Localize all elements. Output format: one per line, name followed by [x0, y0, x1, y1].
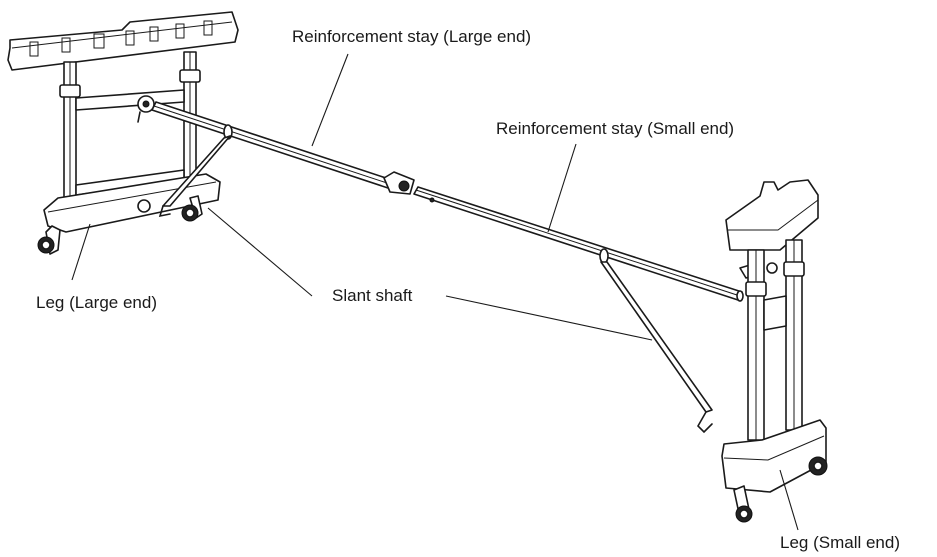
leader-stay-large: [311, 53, 349, 147]
label-slant-shaft: Slant shaft: [332, 286, 413, 305]
label-reinforcement-stay-large-end: Reinforcement stay (Large end): [292, 27, 532, 46]
leg-small-end: [721, 179, 828, 523]
reinforcement-stay-small-end: [413, 186, 744, 302]
leader-lines: [71, 53, 799, 531]
leader-slant-left: [207, 207, 313, 297]
label-reinforcement-stay-small-end: Reinforcement stay (Small end): [496, 119, 735, 138]
leg-large-end: [7, 11, 239, 255]
leader-leg-small: [779, 469, 799, 531]
leader-stay-small: [547, 143, 577, 233]
leader-slant-right: [445, 295, 653, 341]
slant-shaft-small-end: [600, 261, 713, 434]
slant-shaft-large-end: [158, 135, 231, 218]
leader-leg-large: [71, 223, 91, 281]
label-leg-small-end: Leg (Small end): [780, 533, 901, 552]
reinforcement-stay-large-end: [151, 101, 415, 195]
label-leg-large-end: Leg (Large end): [36, 293, 157, 312]
